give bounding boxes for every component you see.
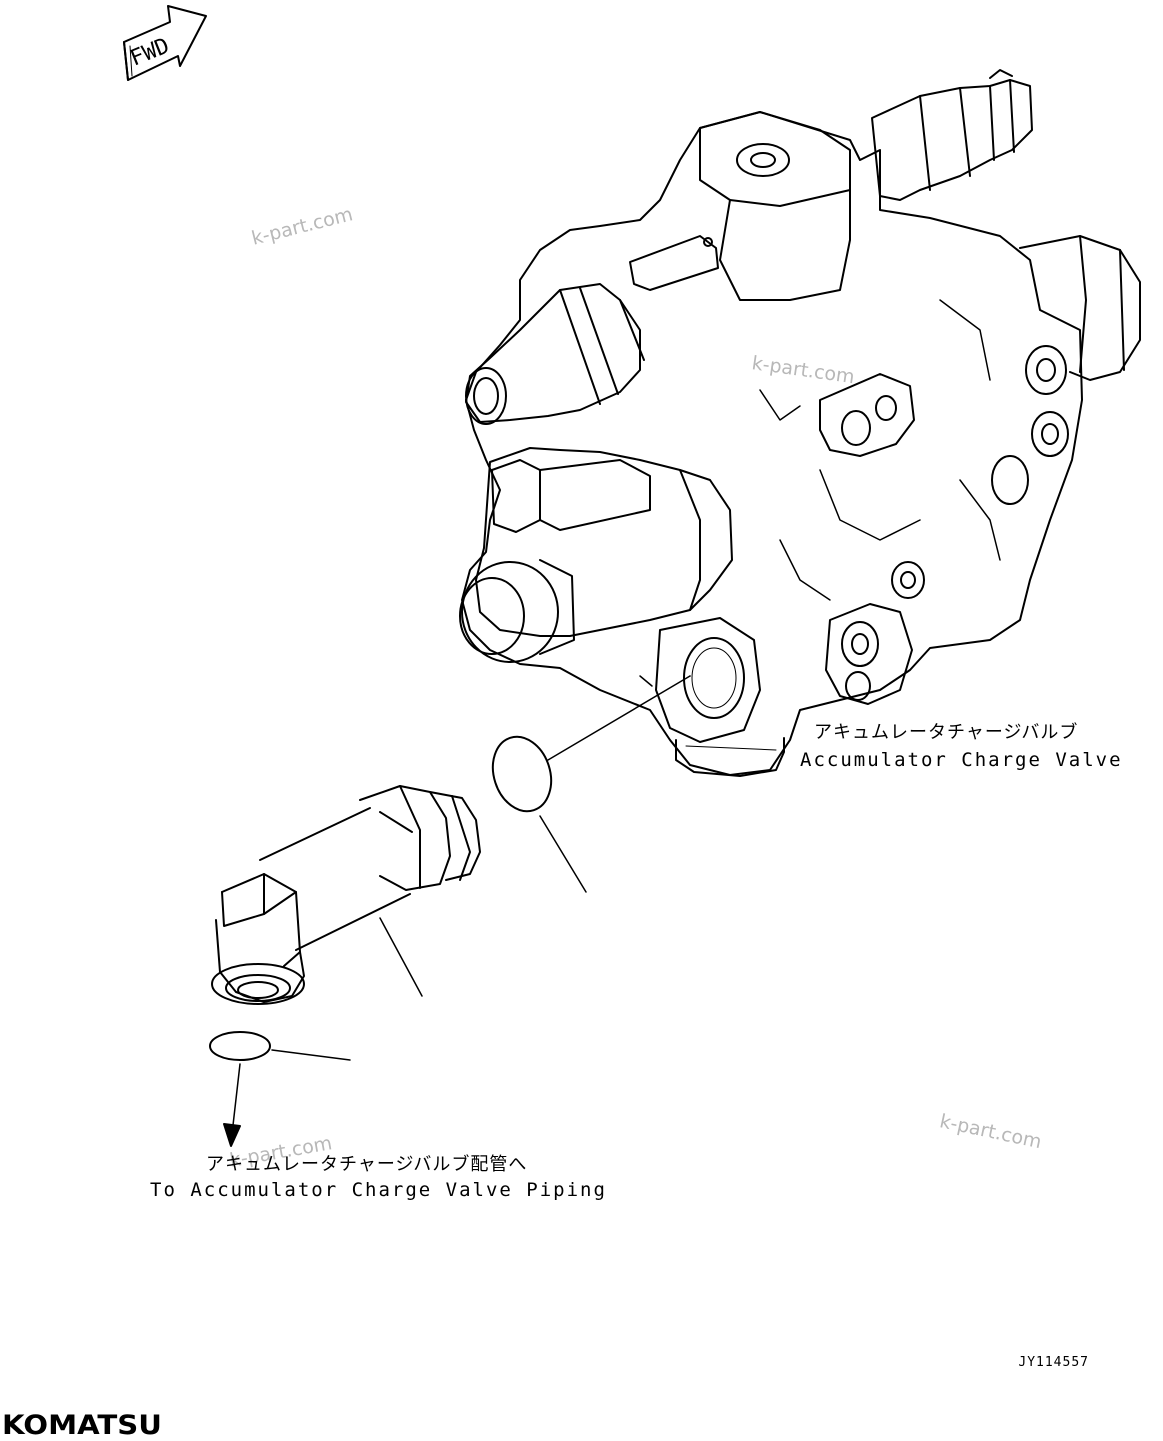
leader-line-o-ring-small: [271, 1049, 351, 1061]
leader-line-elbow-fitting: [379, 917, 423, 997]
piping-label: アキュムレータチャージバルブ配管へ: [206, 1154, 527, 1176]
valve-label-english-wrap: Accumulator Charge Valve: [800, 748, 1123, 772]
elbow-fitting: [211, 785, 481, 1005]
valve-label: アキュムレータチャージバルブ: [814, 722, 1078, 744]
piping-label-english: To Accumulator Charge Valve Piping: [150, 1179, 607, 1201]
o-ring-small: [209, 1031, 271, 1061]
leader-line-o-ring-large: [539, 815, 587, 893]
drawing-id: JY114557: [1018, 1355, 1089, 1370]
accumulator-charge-valve: [459, 69, 1141, 777]
piping-label-english-wrap: To Accumulator Charge Valve Piping: [150, 1178, 607, 1202]
arrow-down-icon: [223, 1063, 241, 1147]
valve-label-japanese: アキュムレータチャージバルブ: [814, 722, 1079, 743]
komatsu-logo: KOMATSU: [2, 1410, 162, 1441]
o-ring-large: [491, 675, 691, 813]
valve-label-english: Accumulator Charge Valve: [800, 749, 1123, 771]
piping-label-japanese: アキュムレータチャージバルブ配管へ: [206, 1154, 528, 1175]
fwd-arrow-icon: FWD: [123, 5, 207, 81]
fwd-label: FWD: [127, 33, 173, 71]
